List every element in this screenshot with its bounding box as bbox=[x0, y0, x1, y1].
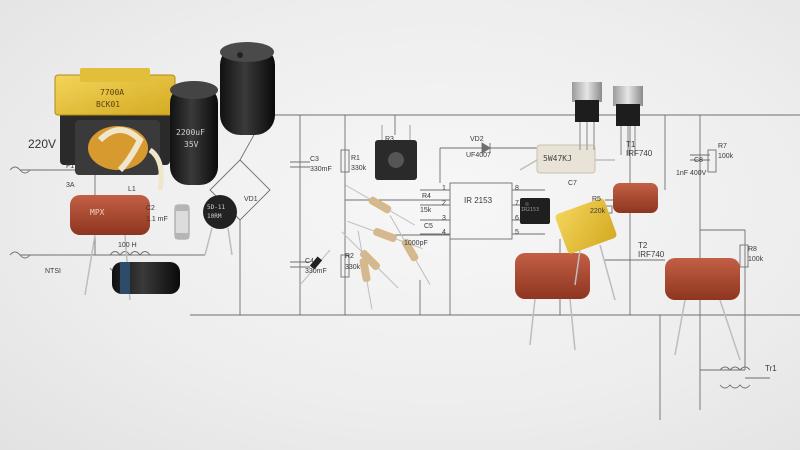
cap-marking: 2200uF bbox=[176, 128, 205, 137]
r8-value: 100k bbox=[748, 256, 764, 263]
c5-ref: C5 bbox=[424, 223, 433, 230]
ntc-ref: NTSI bbox=[45, 268, 61, 275]
vd2-ref: VD2 bbox=[470, 136, 484, 143]
dip-ic-marking: IR2153 bbox=[521, 207, 540, 213]
pin-3: 3 bbox=[442, 215, 446, 222]
fuse-ref: F1 bbox=[66, 163, 75, 170]
schematic-wiring bbox=[9, 114, 800, 420]
t1-value: IRF740 bbox=[626, 149, 653, 158]
ntc-marking-2: 10RM bbox=[207, 213, 222, 220]
r2-ref: R2 bbox=[345, 253, 354, 260]
pin-6: 6 bbox=[515, 215, 519, 222]
film-cap-marking: MPX bbox=[90, 208, 105, 217]
r2-value: 330k bbox=[345, 264, 361, 271]
pin-5: 5 bbox=[515, 229, 519, 236]
tr1-ref: Tr1 bbox=[765, 364, 777, 373]
bridge-ref: VD1 bbox=[244, 196, 258, 203]
electrolytic-capacitor-large-2 bbox=[220, 42, 275, 135]
r7-value: 100k bbox=[718, 153, 734, 160]
cap-marking-2: 35V bbox=[184, 140, 199, 149]
electrolytic-capacitor-small bbox=[112, 262, 180, 294]
mosfet-transistor-2 bbox=[613, 86, 643, 155]
pin-8: 8 bbox=[515, 185, 519, 192]
r7-ref: R7 bbox=[718, 143, 727, 150]
ceramic-power-resistor bbox=[519, 144, 615, 174]
small-diode bbox=[299, 249, 331, 286]
c8-ref: C8 bbox=[694, 157, 703, 164]
r5-ref: R5 bbox=[592, 196, 601, 203]
c4-ref: C4 bbox=[305, 258, 314, 265]
t2-value: IRF740 bbox=[638, 250, 665, 259]
transformer-code: BCK01 bbox=[96, 100, 121, 109]
ic-label: IR 2153 bbox=[464, 196, 493, 205]
r4-value: 15k bbox=[420, 207, 432, 214]
c3-ref: C3 bbox=[310, 156, 319, 163]
power-resistor-marking: 5W47KJ bbox=[543, 154, 572, 163]
ferrite-transformer bbox=[54, 68, 176, 191]
electrolytic-capacitor-large-1 bbox=[170, 81, 218, 185]
c2-value: 1.1 mF bbox=[146, 216, 168, 223]
mosfet-transistor-1 bbox=[572, 82, 602, 150]
film-capacitor-right bbox=[665, 258, 741, 361]
r1-value: 330k bbox=[351, 165, 367, 172]
t2-ref: T2 bbox=[638, 241, 648, 250]
vd2-value: UF4007 bbox=[466, 152, 491, 159]
c4-value: 330mF bbox=[305, 268, 327, 275]
r5-value: 220k bbox=[590, 208, 606, 215]
pin-1: 1 bbox=[442, 185, 446, 192]
ntc-thermistor bbox=[203, 195, 237, 256]
c8-value: 1nF 400V bbox=[676, 170, 707, 177]
c5-value: 1000pF bbox=[404, 240, 428, 247]
axial-resistors bbox=[341, 184, 431, 310]
c3-value: 330mF bbox=[310, 166, 332, 173]
dip-ic bbox=[520, 198, 550, 224]
r8-ref: R8 bbox=[748, 246, 757, 253]
inductor-value: 100 H bbox=[118, 242, 137, 249]
film-capacitor-mid bbox=[515, 253, 590, 351]
supply-voltage-label: 220V bbox=[28, 137, 57, 151]
t1-ref: T1 bbox=[626, 140, 636, 149]
r4-ref: R4 bbox=[422, 193, 431, 200]
transformer-marking: 7700A bbox=[100, 88, 125, 97]
bridge-rectifier bbox=[375, 125, 417, 180]
film-capacitor-small bbox=[613, 183, 658, 213]
r1-ref: R1 bbox=[351, 155, 360, 162]
pin-7: 7 bbox=[515, 200, 519, 207]
c7-ref: C7 bbox=[568, 180, 577, 187]
glass-fuse bbox=[174, 204, 190, 240]
pin-2: 2 bbox=[442, 200, 446, 207]
ntc-marking: 5D-11 bbox=[207, 204, 226, 211]
fuse-rating: 3A bbox=[66, 182, 75, 189]
c2-ref: C2 bbox=[146, 205, 155, 212]
pin-4: 4 bbox=[442, 229, 446, 236]
yellow-box-capacitor bbox=[555, 198, 617, 301]
r3-ref: R3 bbox=[385, 136, 394, 143]
inductor-ref: L1 bbox=[128, 186, 136, 193]
